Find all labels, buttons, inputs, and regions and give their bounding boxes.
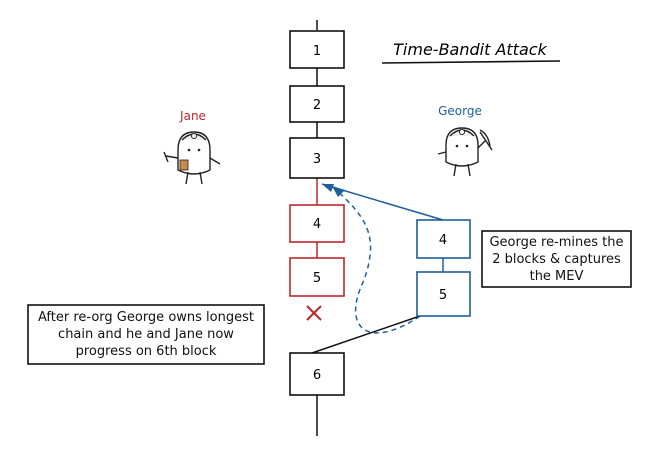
george-note-box [481, 230, 632, 288]
jane-name: Jane [179, 109, 206, 123]
george-note-text: George re-mines the 2 blocks & captures … [489, 234, 624, 284]
george-note-container: George re-mines the 2 blocks & captures … [486, 233, 627, 285]
george-block-4 [416, 219, 471, 259]
george-block-4-label: 4 [439, 233, 447, 248]
george-block-5 [416, 271, 471, 317]
george-miner-icon [437, 127, 493, 177]
george-block-5-label: 5 [439, 288, 447, 303]
after-reorg-note-container: After re-org George owns longest chain a… [34, 307, 258, 362]
block-6-label: 6 [313, 368, 321, 383]
remine-dashed-arrow [335, 189, 421, 334]
block-2-label: 2 [313, 98, 321, 113]
jane-block-4 [289, 204, 345, 243]
block-6 [289, 352, 345, 396]
block-2 [289, 85, 345, 123]
after-reorg-note-text: After re-org George owns longest chain a… [38, 310, 254, 359]
jane-block-5-label: 5 [313, 271, 321, 286]
title-underline [381, 60, 561, 64]
jane-miner-icon [163, 131, 221, 185]
after-reorg-note-box [27, 304, 265, 365]
george-link-arrowhead [322, 184, 334, 192]
orphan-x-icon-stroke [306, 305, 322, 321]
george-name: George [438, 104, 482, 118]
connector-george5-6 [311, 315, 421, 354]
block-3 [289, 137, 345, 179]
block-3-label: 3 [313, 152, 321, 167]
diagram-title: Time-Bandit Attack [393, 40, 547, 59]
remine-arrowhead [332, 186, 345, 197]
jane-block-5 [289, 257, 345, 297]
jane-block-4-label: 4 [313, 217, 321, 232]
block-1 [289, 30, 345, 69]
block-1-label: 1 [313, 44, 321, 59]
